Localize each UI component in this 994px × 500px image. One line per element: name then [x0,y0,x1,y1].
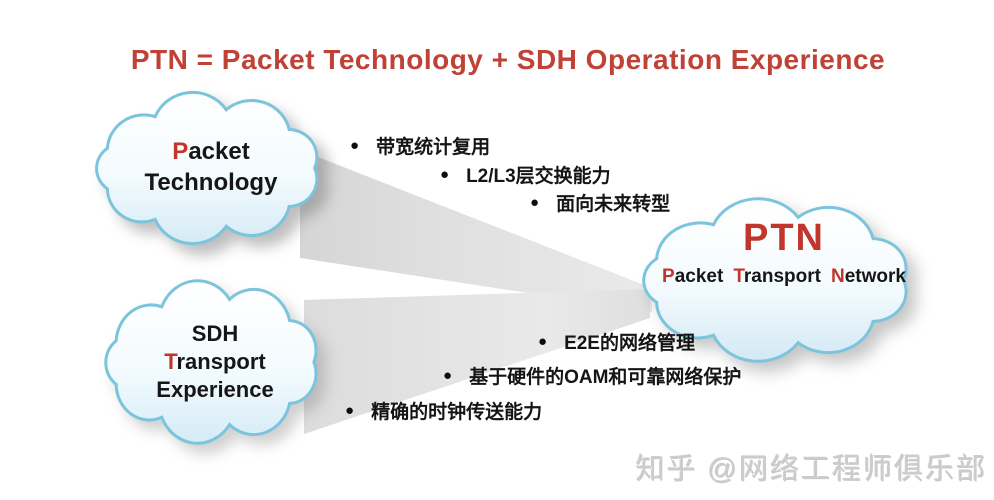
cloud-label-line: Experience [156,377,274,403]
cloud-ptn-label: PTN Packet Transport Network [624,168,936,340]
ptn-word: Packet [662,266,724,288]
bullet-icon: ● [345,402,355,419]
cloud-shape-icon [624,194,936,366]
bullet-icon: ● [530,194,540,211]
feature-label: E2E的网络管理 [564,333,695,354]
cloud-label-line: Technology [144,169,278,196]
zhihu-watermark: 知乎 @网络工程师俱乐部 [636,454,988,486]
feature-label: 面向未来转型 [556,194,671,215]
feature-item-clock-transmission: ● 精确的时钟传送能力 [345,397,542,424]
feature-item-future-transformation: ● 面向未来转型 [530,189,670,216]
feature-item-hardware-oam: ● 基于硬件的OAM和可靠网络保护 [443,362,741,389]
cloud-packet-technology: Packet Technology [80,88,342,248]
cloud-label-line: Packet [172,138,250,166]
ptn-word: Transport [733,266,821,288]
bullet-icon: ● [350,137,360,154]
bullet-icon: ● [538,333,548,350]
feature-label: 精确的时钟传送能力 [371,402,543,423]
cloud-ptn: PTN Packet Transport Network [624,194,936,366]
cloud-shape-icon [80,88,342,248]
feature-label: L2/L3层交换能力 [466,166,611,187]
diagram-title: PTN = Packet Technology + SDH Operation … [130,44,886,75]
bullet-icon: ● [443,367,453,384]
feature-item-bandwidth-multiplexing: ● 带宽统计复用 [350,132,490,159]
cloud-sdh-experience: SDH Transport Experience [90,276,340,448]
feature-label: 带宽统计复用 [376,137,491,158]
cloud-sdh-experience-label: SDH Transport Experience [90,276,340,448]
ptn-acronym: PTN [743,217,825,260]
cloud-label-line: SDH [191,320,239,346]
ptn-word: Network [830,266,906,288]
feature-item-e2e-management: ● E2E的网络管理 [538,328,695,355]
cloud-packet-technology-label: Packet Technology [80,88,342,248]
feature-item-l2l3-switching: ● L2/L3层交换能力 [440,161,611,188]
feature-label: 基于硬件的OAM和可靠网络保护 [469,367,742,388]
ptn-full-name: Packet Transport Network [662,265,906,289]
cloud-label-line: Transport [164,348,266,374]
bullet-icon: ● [440,166,450,183]
cloud-shape-icon [90,276,340,448]
